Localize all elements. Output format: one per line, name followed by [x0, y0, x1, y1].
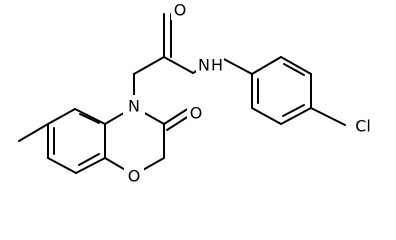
bond-benzoxazine-ring-e: [47, 157, 77, 174]
ring-carbonyl-oxygen-label: O: [190, 104, 203, 123]
carbonyl-oxygen-amide-label: O: [174, 1, 187, 20]
bonds: [18, 13, 346, 176]
bond-chlorophenyl-a: [251, 56, 282, 75]
bond-chlorophenyl-e: [251, 107, 282, 125]
amide-nitrogen-label: N: [198, 56, 210, 75]
bond-ring-carbonyl: [163, 107, 190, 125]
bond-benzyl-to-ring: [219, 56, 253, 75]
bond-benzoxazine-inner-3: [78, 153, 100, 166]
bond-chlorophenyl-d: [280, 107, 312, 125]
ring-oxygen-label: O: [128, 167, 141, 186]
atom-labels: O N H N O O Cl: [128, 1, 371, 186]
bond-benzoxazine-ring-a: [47, 108, 76, 125]
bond-chlorophenyl-to-cl: [310, 107, 346, 126]
bond-chlorophenyl-b: [280, 56, 312, 75]
bond-methyl: [18, 123, 49, 142]
bond-chlorophenyl-inner-1: [283, 63, 305, 76]
chemical-structure: O N H N O O Cl: [18, 0, 380, 186]
chlorine-label: Cl: [355, 117, 371, 136]
amide-hydrogen-label: H: [211, 56, 223, 75]
ring-nitrogen-label: N: [128, 97, 140, 116]
atom-label-backgrounds: [123, 0, 380, 186]
bond-methylene-to-amide-carbon: [133, 56, 165, 75]
bond-amide-carbon-to-nh: [163, 56, 194, 74]
bond-benzoxazine-inner-2: [79, 113, 100, 124]
bond-chlorophenyl-inner-2: [282, 104, 305, 117]
bond-benzoxazine-ring-b: [74, 108, 106, 125]
bond-benzoxazine-ring-d: [75, 157, 106, 174]
